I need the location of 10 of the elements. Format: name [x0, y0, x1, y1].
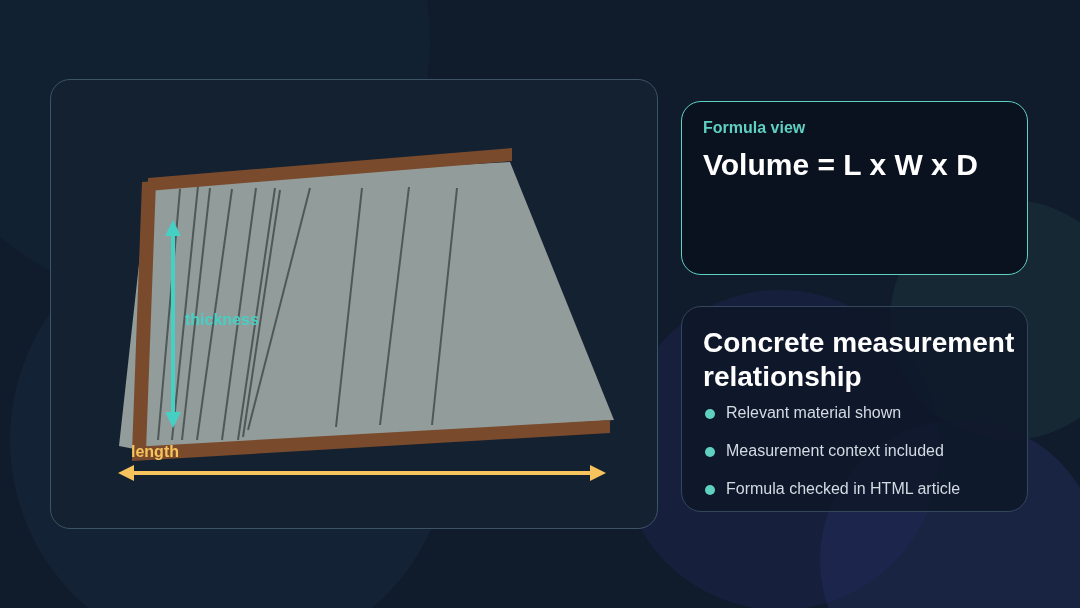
bullet-text: Measurement context included	[726, 442, 944, 460]
bullet-text: Relevant material shown	[726, 404, 902, 422]
card-subtitle: Formula view	[703, 119, 806, 137]
card-heading: Concrete measurement relationship	[703, 326, 1016, 394]
illustration-panel	[50, 79, 658, 529]
formula-card	[681, 101, 1028, 275]
formula-text: Volume = L x W x D	[703, 148, 978, 182]
info-card	[681, 306, 1028, 512]
bullet-text: Formula checked in HTML article	[726, 480, 961, 498]
dimension-label: length	[131, 443, 179, 461]
